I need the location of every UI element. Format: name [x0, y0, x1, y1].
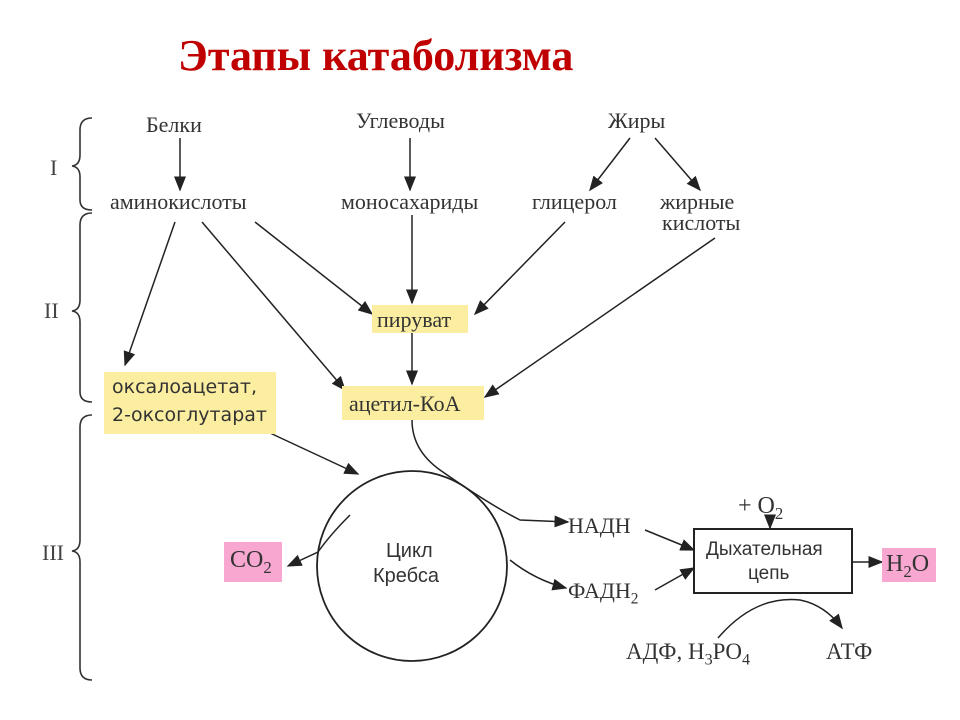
- node-glycerol: глицерол: [532, 189, 617, 214]
- stage-label-iii: III: [42, 540, 64, 565]
- node-pyruvate: пируват: [377, 307, 452, 332]
- arrow-glycerol-pyruvate: [473, 221, 566, 316]
- brace-stage-ii: [71, 212, 93, 403]
- arrow-adp-atp: [717, 598, 843, 639]
- node-nadh: НАДН: [568, 513, 631, 538]
- krebs-label-line1: Цикл: [386, 540, 433, 562]
- node-co2: CO2: [230, 547, 272, 577]
- arrow-krebs-fadh: [509, 559, 568, 591]
- node-acetyl-coa: ацетил-КоА: [349, 391, 461, 416]
- node-fats: Жиры: [608, 108, 666, 133]
- node-carbohydrates: Углеводы: [356, 108, 445, 133]
- stage-label-ii: II: [44, 298, 59, 323]
- krebs-label-line2: Кребса: [373, 565, 440, 587]
- arrow-fats-fatty: [654, 137, 701, 192]
- pyruvate-highlight: [372, 305, 468, 333]
- node-monosaccharides: моносахариды: [341, 189, 479, 214]
- h2o-highlight: [882, 548, 936, 582]
- krebs-cycle-circle: [316, 470, 508, 662]
- arrow-fatty-acetyl: [483, 237, 716, 398]
- node-adp-phosphate: АДФ, H3PO4: [626, 639, 751, 669]
- co2-highlight: [224, 542, 282, 582]
- brace-stage-iii: [71, 414, 93, 681]
- node-fatty-acids-line1: жирные: [660, 189, 735, 214]
- arrow-amino-acetyl: [201, 221, 346, 392]
- node-oxaloacetate: оксалоацетат,: [112, 376, 258, 398]
- node-h2o: H2O: [886, 551, 930, 581]
- respiratory-chain-line2: цепь: [748, 563, 790, 584]
- brace-stage-i: [71, 117, 93, 211]
- node-fatty-acids-line2: кислоты: [662, 210, 741, 235]
- node-amino-acids: аминокислоты: [110, 189, 247, 214]
- node-atp: АТФ: [826, 639, 873, 664]
- arrow-oxalo-krebs: [269, 432, 360, 475]
- oxalo-highlight: [104, 372, 276, 434]
- page-title: Этапы катаболизма: [178, 31, 574, 80]
- arrow-amino-oxalo: [123, 221, 176, 367]
- acetyl-coa-highlight: [342, 386, 484, 420]
- node-o2: + O2: [738, 493, 784, 523]
- node-oxoglutarate: 2-оксоглутарат: [112, 404, 267, 426]
- node-proteins: Белки: [146, 112, 202, 137]
- arrow-acetyl-krebs: [411, 419, 570, 528]
- respiratory-chain-line1: Дыхательная: [706, 539, 823, 560]
- arrow-nadh-resp: [644, 529, 696, 551]
- arrow-amino-pyruvate: [254, 221, 374, 315]
- arrow-krebs-co2: [286, 514, 351, 567]
- node-fadh2: ФАДН2: [568, 578, 639, 608]
- stage-label-i: I: [50, 155, 58, 180]
- arrow-fadh-resp: [654, 567, 696, 591]
- respiratory-chain-box: [693, 528, 853, 594]
- arrow-fats-glycerol: [589, 137, 631, 192]
